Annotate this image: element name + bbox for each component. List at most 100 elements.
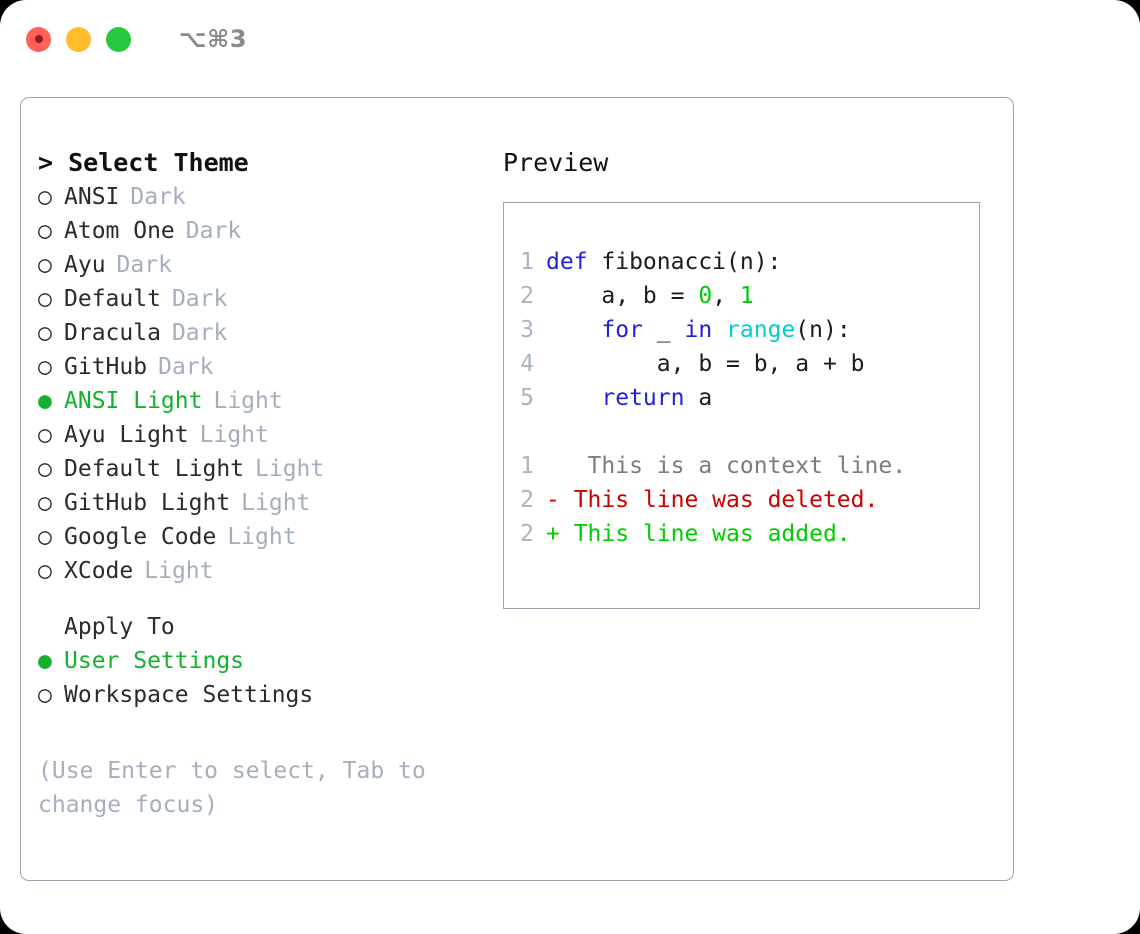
diff-line-number: 1 bbox=[520, 453, 534, 479]
code-token: def bbox=[546, 249, 602, 275]
theme-name: Default Light bbox=[64, 456, 245, 482]
radio-empty-icon[interactable]: ○ bbox=[38, 456, 52, 482]
list-spacer bbox=[38, 588, 491, 610]
radio-empty-icon[interactable]: ○ bbox=[38, 218, 52, 244]
theme-variant-tag: Dark bbox=[171, 286, 228, 312]
theme-name: XCode bbox=[64, 558, 134, 584]
theme-row[interactable]: ○ Dracula Dark bbox=[38, 316, 491, 350]
window-titlebar: ⌥⌘3 bbox=[0, 0, 1140, 78]
code-token: a bbox=[684, 385, 713, 411]
theme-name: Ayu Light bbox=[64, 422, 189, 448]
theme-row[interactable]: ○ Default Dark bbox=[38, 282, 491, 316]
theme-variant-tag: Dark bbox=[158, 354, 214, 380]
window-shortcut-label: ⌥⌘3 bbox=[179, 25, 248, 53]
radio-empty-icon[interactable]: ○ bbox=[38, 490, 52, 516]
radio-empty-icon[interactable]: ○ bbox=[38, 682, 52, 708]
radio-empty-icon[interactable]: ○ bbox=[38, 184, 52, 210]
radio-empty-icon[interactable]: ○ bbox=[38, 320, 52, 346]
diff-line: 1 This is a context line. bbox=[516, 449, 979, 483]
help-hint: (Use Enter to select, Tab to change focu… bbox=[38, 758, 426, 818]
diff-marker bbox=[546, 449, 560, 483]
diff-sample: 1 This is a context line.2- This line wa… bbox=[516, 449, 979, 551]
theme-variant-tag: Dark bbox=[130, 184, 186, 210]
maximize-button[interactable] bbox=[106, 26, 131, 52]
radio-selected-icon[interactable]: ● bbox=[38, 648, 52, 674]
close-button[interactable] bbox=[26, 26, 51, 52]
theme-row[interactable]: ○ Ayu Light Light bbox=[38, 418, 491, 452]
radio-selected-icon[interactable]: ● bbox=[38, 388, 52, 414]
theme-name: GitHub Light bbox=[64, 490, 231, 516]
theme-variant-tag: Light bbox=[144, 558, 214, 584]
code-token: range bbox=[726, 317, 796, 343]
radio-empty-icon[interactable]: ○ bbox=[38, 524, 52, 550]
code-line-number: 4 bbox=[520, 351, 534, 377]
theme-name: Google Code bbox=[64, 524, 217, 550]
diff-line-number: 2 bbox=[520, 487, 534, 513]
code-line-number: 5 bbox=[520, 385, 534, 411]
diff-line-number: 2 bbox=[520, 521, 534, 547]
theme-row[interactable]: ○ GitHub Light Light bbox=[38, 486, 491, 520]
diff-marker: - bbox=[546, 487, 560, 513]
code-line-text: a, b = 0, 1 bbox=[546, 279, 754, 313]
code-token: a, b = b, a + b bbox=[546, 351, 865, 377]
apply-to-row[interactable]: ● User Settings bbox=[38, 644, 491, 678]
window-controls bbox=[26, 26, 131, 52]
radio-empty-icon[interactable]: ○ bbox=[38, 286, 52, 312]
code-token: _ bbox=[642, 317, 685, 343]
code-line-number: 2 bbox=[520, 283, 534, 309]
code-line-text: def fibonacci(n): bbox=[546, 245, 781, 279]
diff-line-text: This line was added. bbox=[559, 521, 851, 547]
code-token: for bbox=[601, 317, 643, 343]
apply-to-row[interactable]: ○Workspace Settings bbox=[38, 678, 491, 712]
theme-name: Atom One bbox=[64, 218, 175, 244]
code-line-number: 3 bbox=[520, 317, 534, 343]
minimize-button[interactable] bbox=[66, 26, 91, 52]
theme-variant-tag: Dark bbox=[171, 320, 228, 346]
theme-row[interactable]: ○ Default Light Light bbox=[38, 452, 491, 486]
theme-variant-tag: Light bbox=[241, 490, 311, 516]
code-line-text: a, b = b, a + b bbox=[546, 347, 865, 381]
code-line: 4 a, b = b, a + b bbox=[516, 347, 979, 381]
theme-name: Ayu bbox=[64, 252, 106, 278]
theme-variant-tag: Dark bbox=[185, 218, 242, 244]
theme-row[interactable]: ○ XCode Light bbox=[38, 554, 491, 588]
theme-variant-tag: Light bbox=[199, 422, 269, 448]
diff-marker: + bbox=[546, 521, 560, 547]
code-token: , bbox=[712, 283, 740, 309]
theme-name: Default bbox=[64, 286, 161, 312]
radio-empty-icon[interactable]: ○ bbox=[38, 558, 52, 584]
theme-row[interactable]: ○ ANSI Dark bbox=[38, 180, 491, 214]
code-token bbox=[546, 385, 601, 411]
apply-to-label: User Settings bbox=[64, 648, 245, 674]
code-token: 0 bbox=[698, 283, 713, 309]
diff-line-text: This is a context line. bbox=[559, 453, 907, 479]
code-line: 5 return a bbox=[516, 381, 979, 415]
radio-empty-icon[interactable]: ○ bbox=[38, 252, 52, 278]
theme-name: Dracula bbox=[64, 320, 161, 346]
diff-line: 2 + This line was added. bbox=[516, 517, 979, 551]
apply-to-heading: Apply To bbox=[64, 614, 175, 640]
code-token: a, b = bbox=[546, 283, 699, 309]
theme-variant-tag: Light bbox=[255, 456, 325, 482]
theme-name: ANSI bbox=[64, 184, 120, 210]
code-token: 1 bbox=[739, 283, 754, 309]
radio-empty-icon[interactable]: ○ bbox=[38, 422, 52, 448]
diff-line: 2- This line was deleted. bbox=[516, 483, 979, 517]
code-line-text: for _ in range(n): bbox=[546, 313, 850, 347]
theme-row[interactable]: ○ Atom One Dark bbox=[38, 214, 491, 248]
apply-to-list: ● User Settings ○Workspace Settings bbox=[38, 644, 491, 712]
code-token bbox=[712, 317, 726, 343]
radio-empty-icon[interactable]: ○ bbox=[38, 354, 52, 380]
